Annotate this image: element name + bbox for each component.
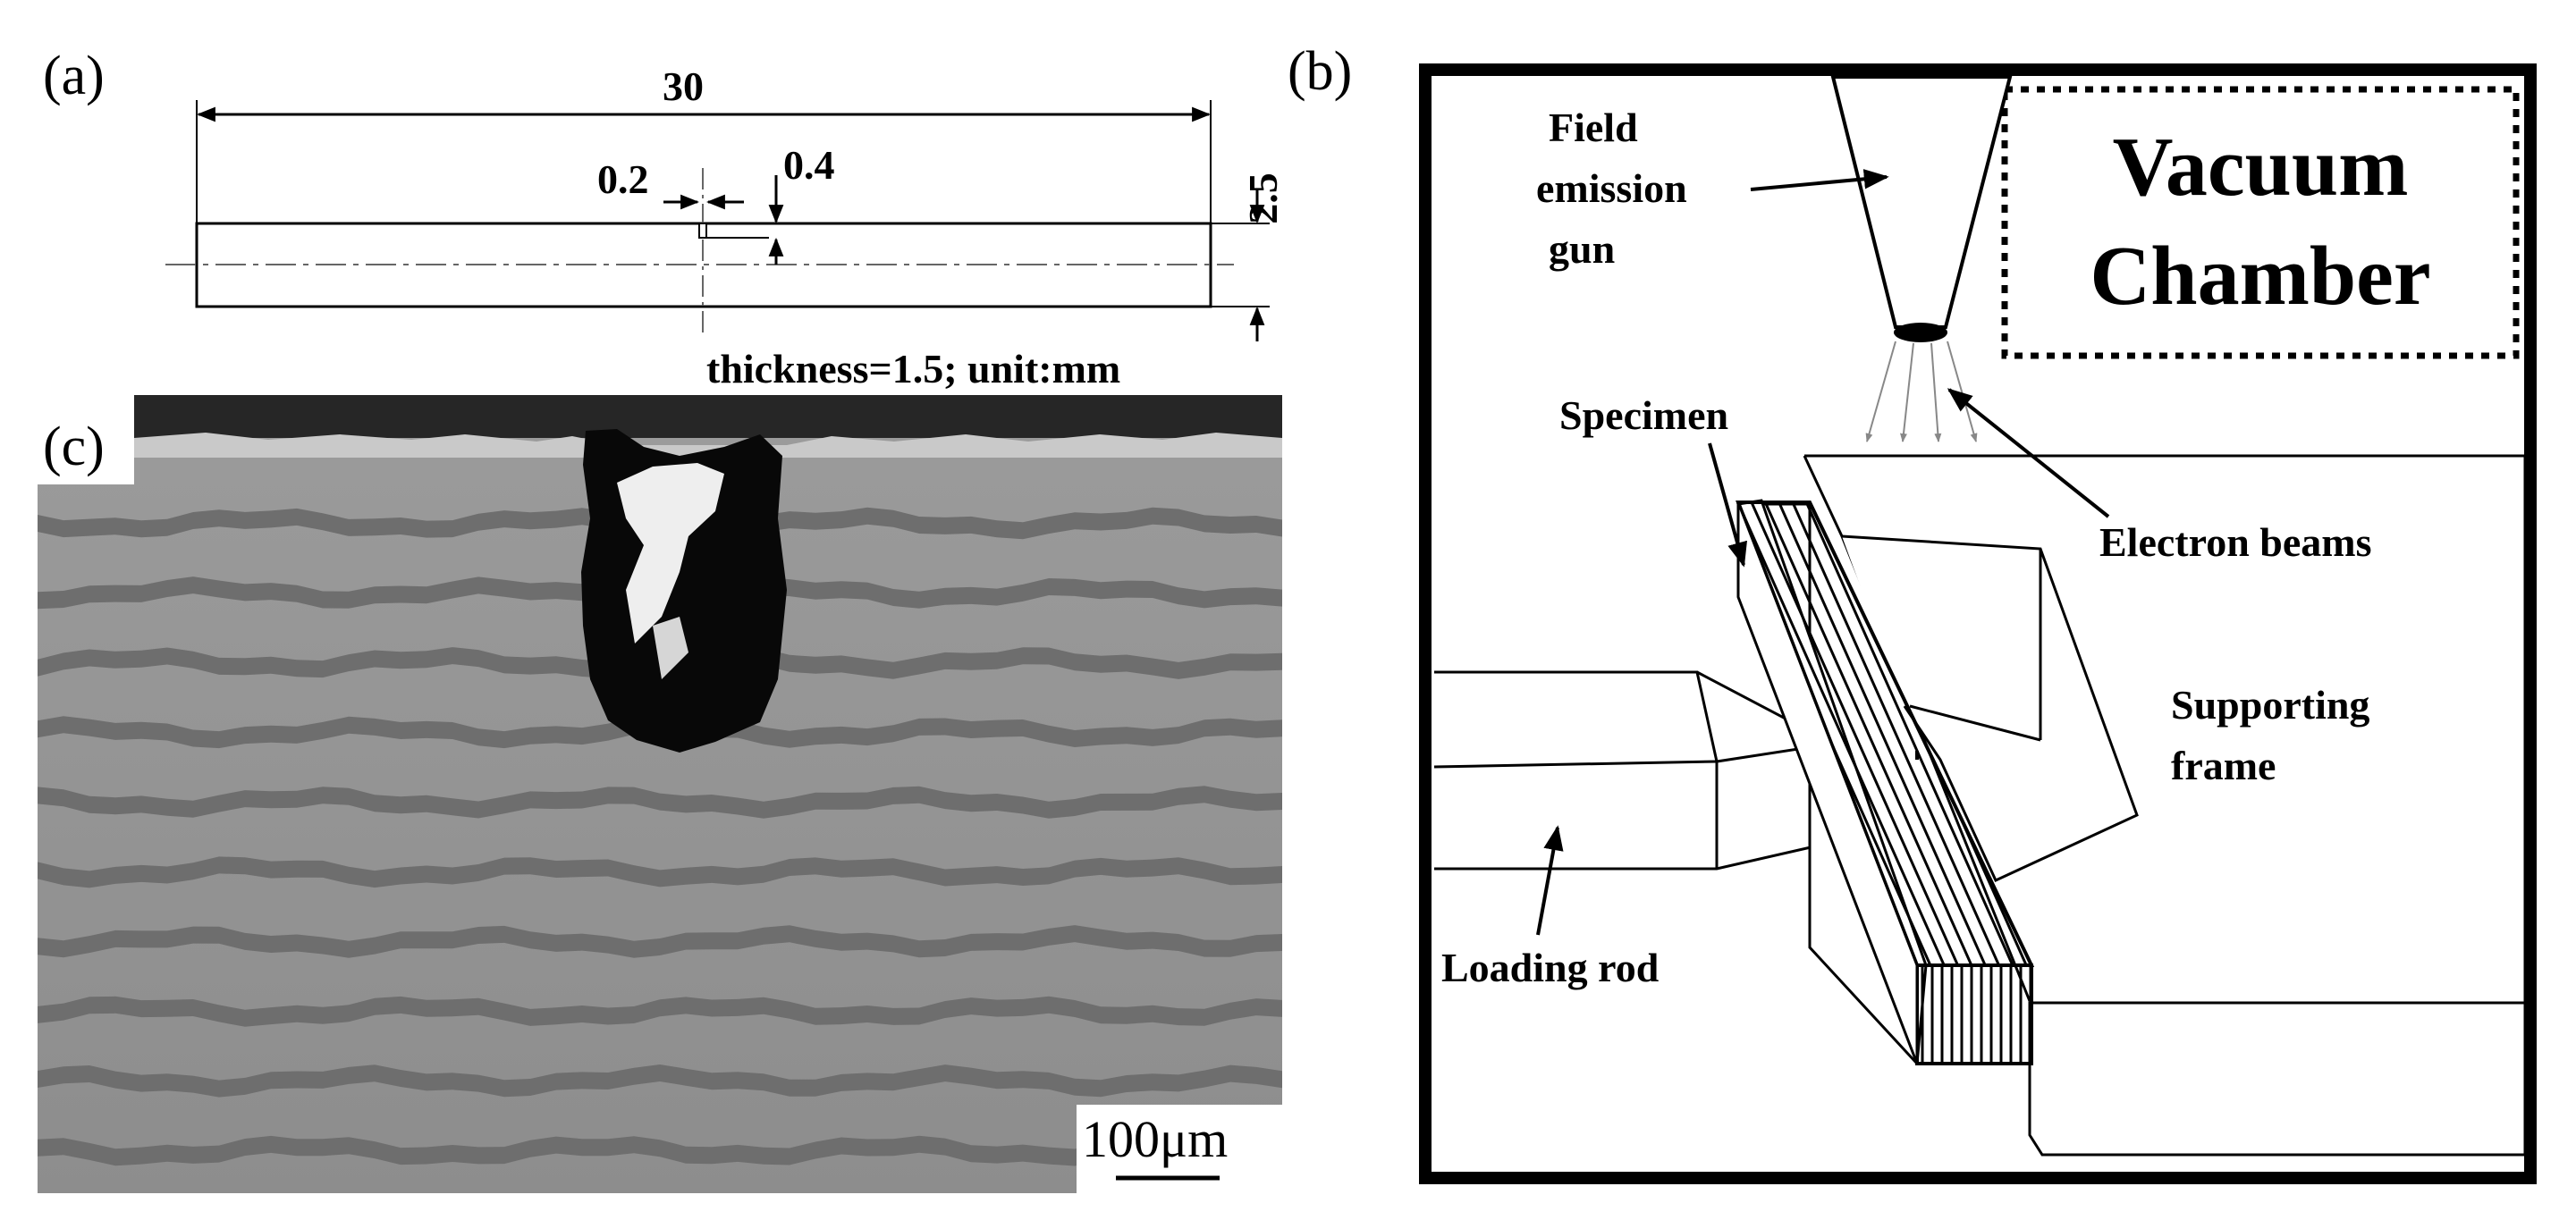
micrograph-layer-band: [38, 1135, 1282, 1166]
crack-debris-small: [653, 617, 688, 679]
loading-rod-pointer-arrow: [1536, 825, 1564, 936]
supporting-frame-edge-2: [1909, 704, 2041, 742]
gun-label-line2: emission: [1536, 165, 1687, 211]
beams-pointer-arrow: [1947, 388, 2110, 518]
vacuum-chamber-box: [2001, 86, 2520, 359]
field-emission-gun: [1830, 75, 2013, 329]
notch: [698, 223, 707, 239]
gun-tip: [1894, 323, 1947, 342]
vacuum-chamber-line2: Chamber: [2090, 230, 2430, 323]
panel-a-label: (a): [43, 46, 105, 106]
micrograph-layer-band: [38, 1064, 1282, 1098]
micrograph-surface-edge: [134, 433, 1282, 458]
vacuum-chamber-line1: Vacuum: [2113, 121, 2409, 214]
micrograph-top-dark-strip: [134, 395, 1282, 438]
loading-rod-label: Loading rod: [1441, 945, 1660, 990]
electron-beams-label: Electron beams: [2099, 519, 2372, 565]
base-block: [2028, 1001, 2527, 1157]
electron-beam-1: [1865, 341, 1896, 442]
micrograph-layer-band: [38, 856, 1282, 888]
specimen-note: thickness=1.5; unit:mm: [706, 346, 1120, 391]
notch-width-label: 0.2: [597, 156, 649, 202]
crack-debris: [617, 463, 724, 644]
micrograph-layer-band: [38, 925, 1282, 958]
supporting-frame-wedge: [1841, 534, 2139, 882]
panel-b-label: (b): [1288, 41, 1352, 102]
micrograph-layer-band: [38, 786, 1282, 819]
specimen-end-face: [1915, 963, 2033, 1065]
panel-b: (b) Vacuum Chamber Field emission gun El…: [1288, 41, 2537, 1184]
gun-pointer-arrow: [1750, 169, 1889, 191]
electron-beam-3: [1930, 342, 1942, 442]
gun-label-line3: gun: [1549, 226, 1615, 272]
notch-depth-label: 0.4: [783, 142, 835, 188]
loading-rod-edge-1: [1433, 760, 1718, 769]
micrograph-layer-band: [38, 996, 1282, 1027]
specimen-pointer-arrow: [1708, 442, 1748, 568]
gun-label-line1: Field: [1549, 105, 1638, 150]
electron-beam-2: [1899, 342, 1914, 442]
scale-bar-label: 100μm: [1082, 1110, 1228, 1168]
dimension-length-label: 30: [663, 63, 704, 109]
panel-c: (c) 100μm: [38, 395, 1282, 1193]
width-dim-label: 2.5: [1240, 172, 1286, 224]
panel-c-label-box: [38, 395, 134, 484]
panel-a: (a) 30 0.2 0.4 2.5 thickness=1.5; unit:m…: [43, 46, 1286, 391]
supporting-frame-line1: Supporting: [2171, 682, 2369, 728]
specimen-label: Specimen: [1559, 392, 1728, 438]
supporting-frame-line2: frame: [2171, 743, 2276, 788]
panel-c-label: (c): [43, 416, 105, 477]
